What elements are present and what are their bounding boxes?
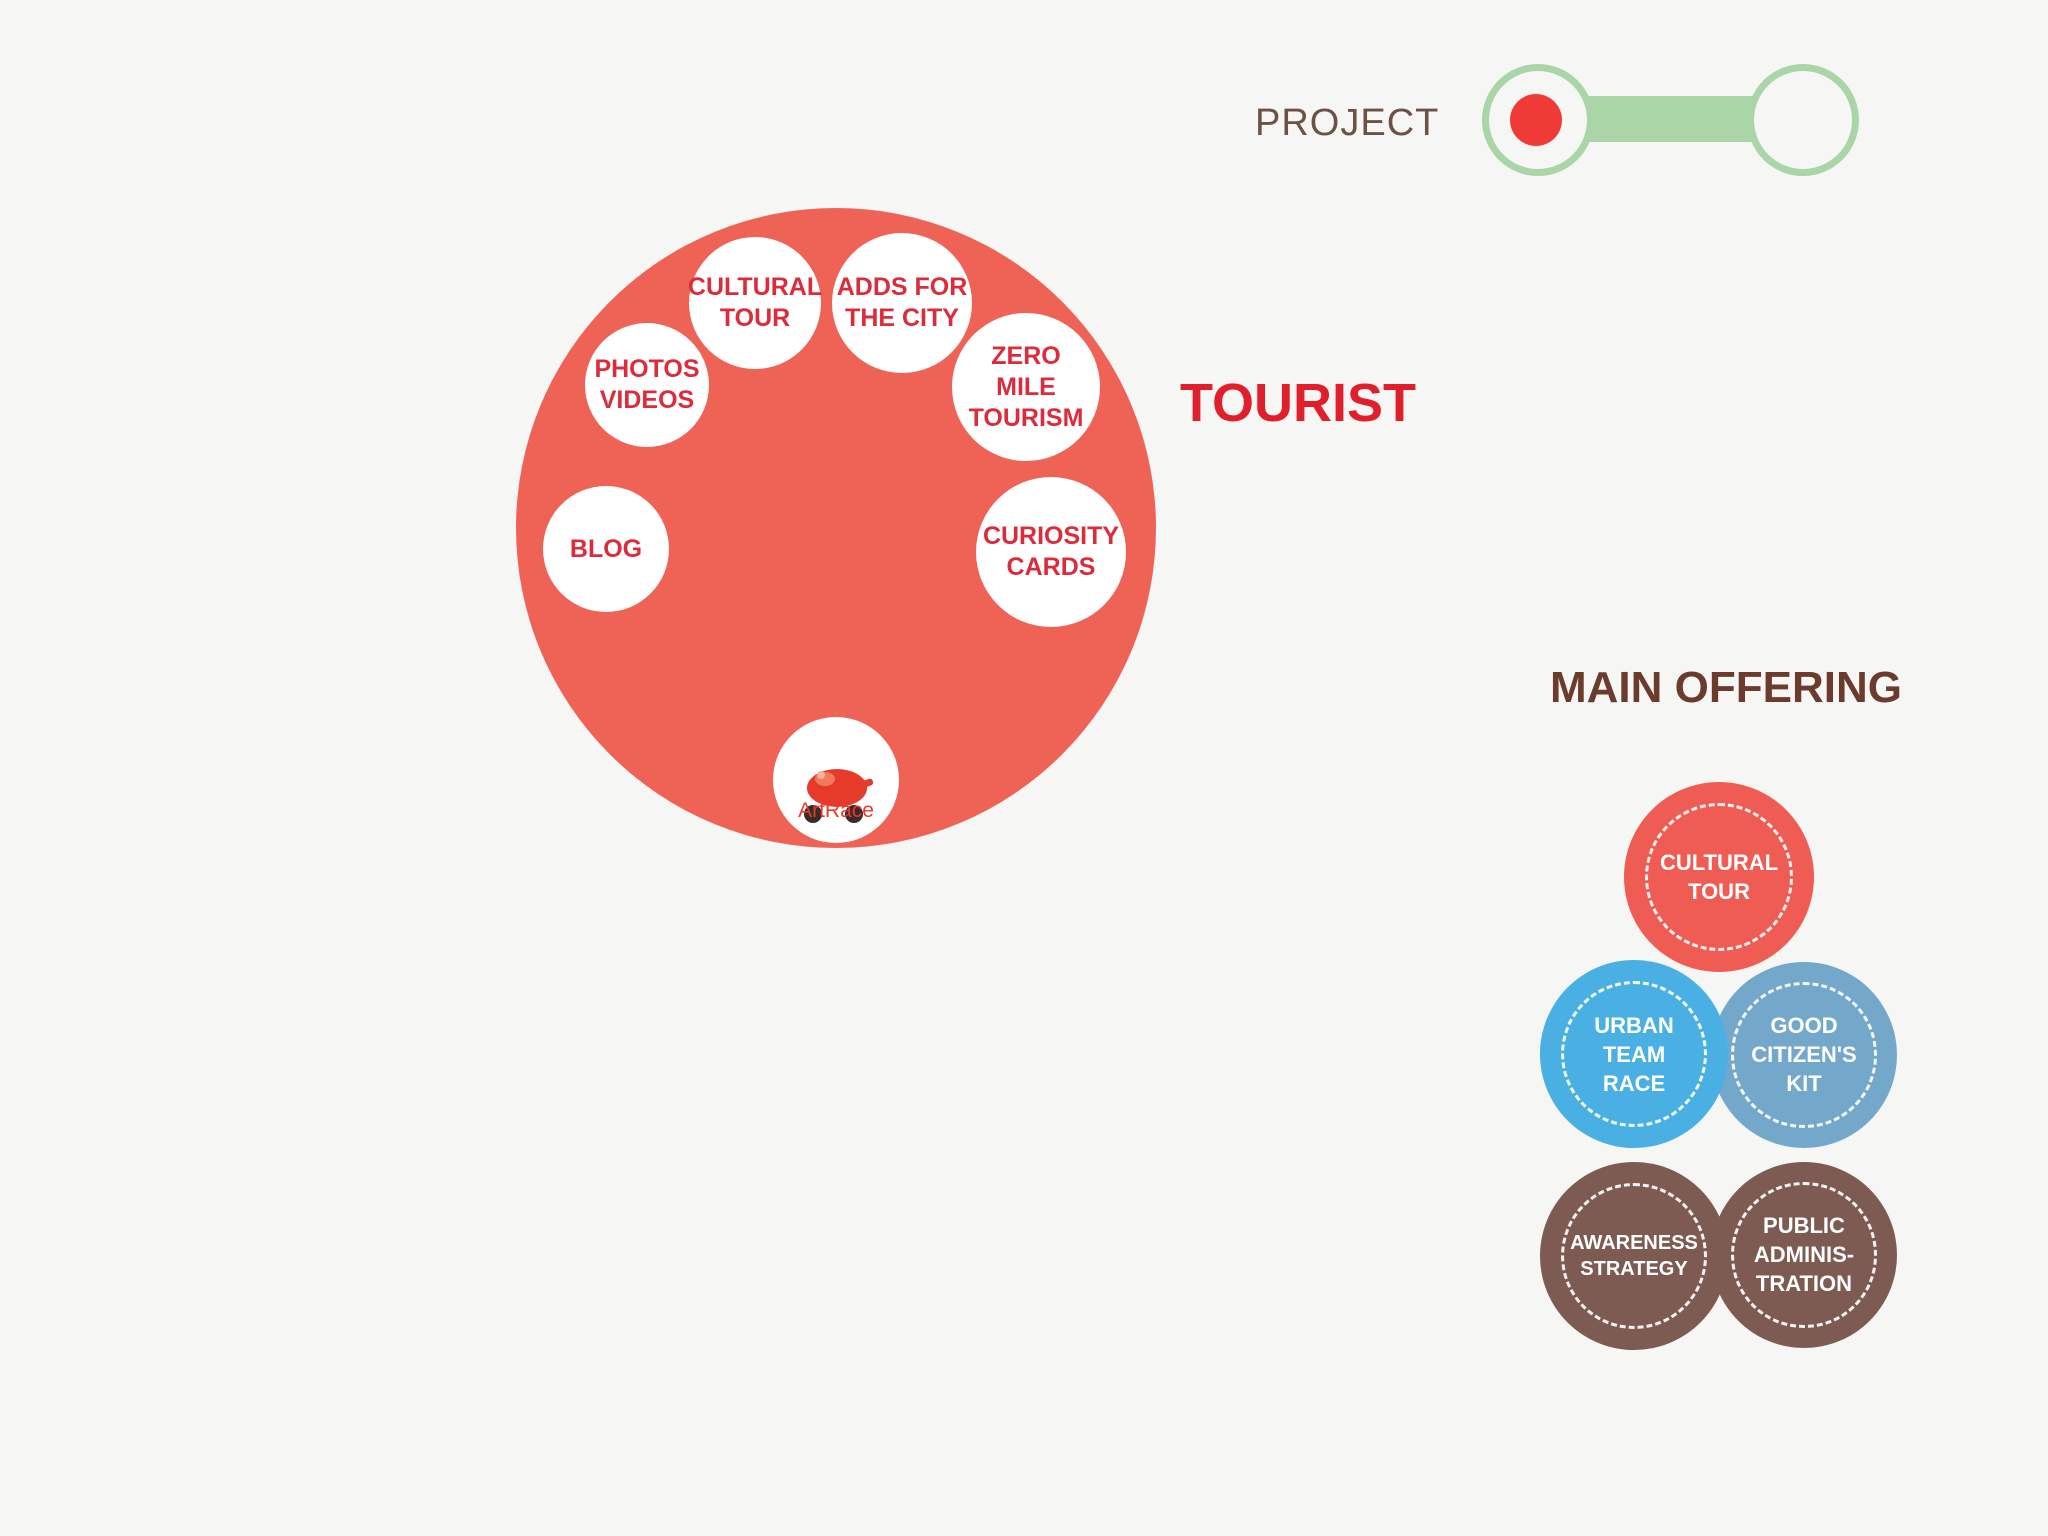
- wheel-item-zero-mile-tourism[interactable]: ZERO MILE TOURISM: [952, 313, 1100, 461]
- offering-good-citizens-kit-label: GOOD CITIZEN'S KIT: [1731, 982, 1877, 1128]
- offering-awareness-strategy[interactable]: AWARENESS STRATEGY: [1540, 1162, 1728, 1350]
- artrace-logo: ArtRace: [773, 717, 899, 843]
- wheel-item-curiosity-cards[interactable]: CURIOSITY CARDS: [976, 477, 1126, 627]
- toggle-selected-indicator: [1510, 94, 1562, 146]
- offering-cultural-tour-label: CULTURAL TOUR: [1644, 802, 1794, 952]
- wheel-item-blog[interactable]: BLOG: [543, 486, 669, 612]
- offering-awareness-strategy-label: AWARENESS STRATEGY: [1560, 1182, 1708, 1330]
- role-title: TOURIST: [1180, 373, 1417, 433]
- wheel-item-cultural-tour[interactable]: CULTURAL TOUR: [688, 237, 822, 369]
- offering-good-citizens-kit[interactable]: GOOD CITIZEN'S KIT: [1711, 962, 1897, 1148]
- main-offering-title: MAIN OFFERING: [1550, 663, 1902, 712]
- offering-urban-team-race[interactable]: URBAN TEAM RACE: [1540, 960, 1728, 1148]
- offering-public-administration[interactable]: PUBLIC ADMINIS- TRATION: [1711, 1162, 1897, 1348]
- offering-public-administration-label: PUBLIC ADMINIS- TRATION: [1731, 1182, 1877, 1328]
- artrace-car-icon: [804, 769, 874, 823]
- artrace-logo-text: ArtRace: [798, 799, 874, 822]
- wheel-item-adds-for-the-city[interactable]: ADDS FOR THE CITY: [832, 233, 972, 373]
- offering-urban-team-race-label: URBAN TEAM RACE: [1560, 980, 1708, 1128]
- toggle-option-other[interactable]: [1747, 64, 1859, 176]
- project-label: PROJECT: [1255, 102, 1440, 144]
- offering-cultural-tour[interactable]: CULTURAL TOUR: [1624, 782, 1814, 972]
- wheel-item-photos-videos[interactable]: PHOTOS VIDEOS: [585, 323, 709, 447]
